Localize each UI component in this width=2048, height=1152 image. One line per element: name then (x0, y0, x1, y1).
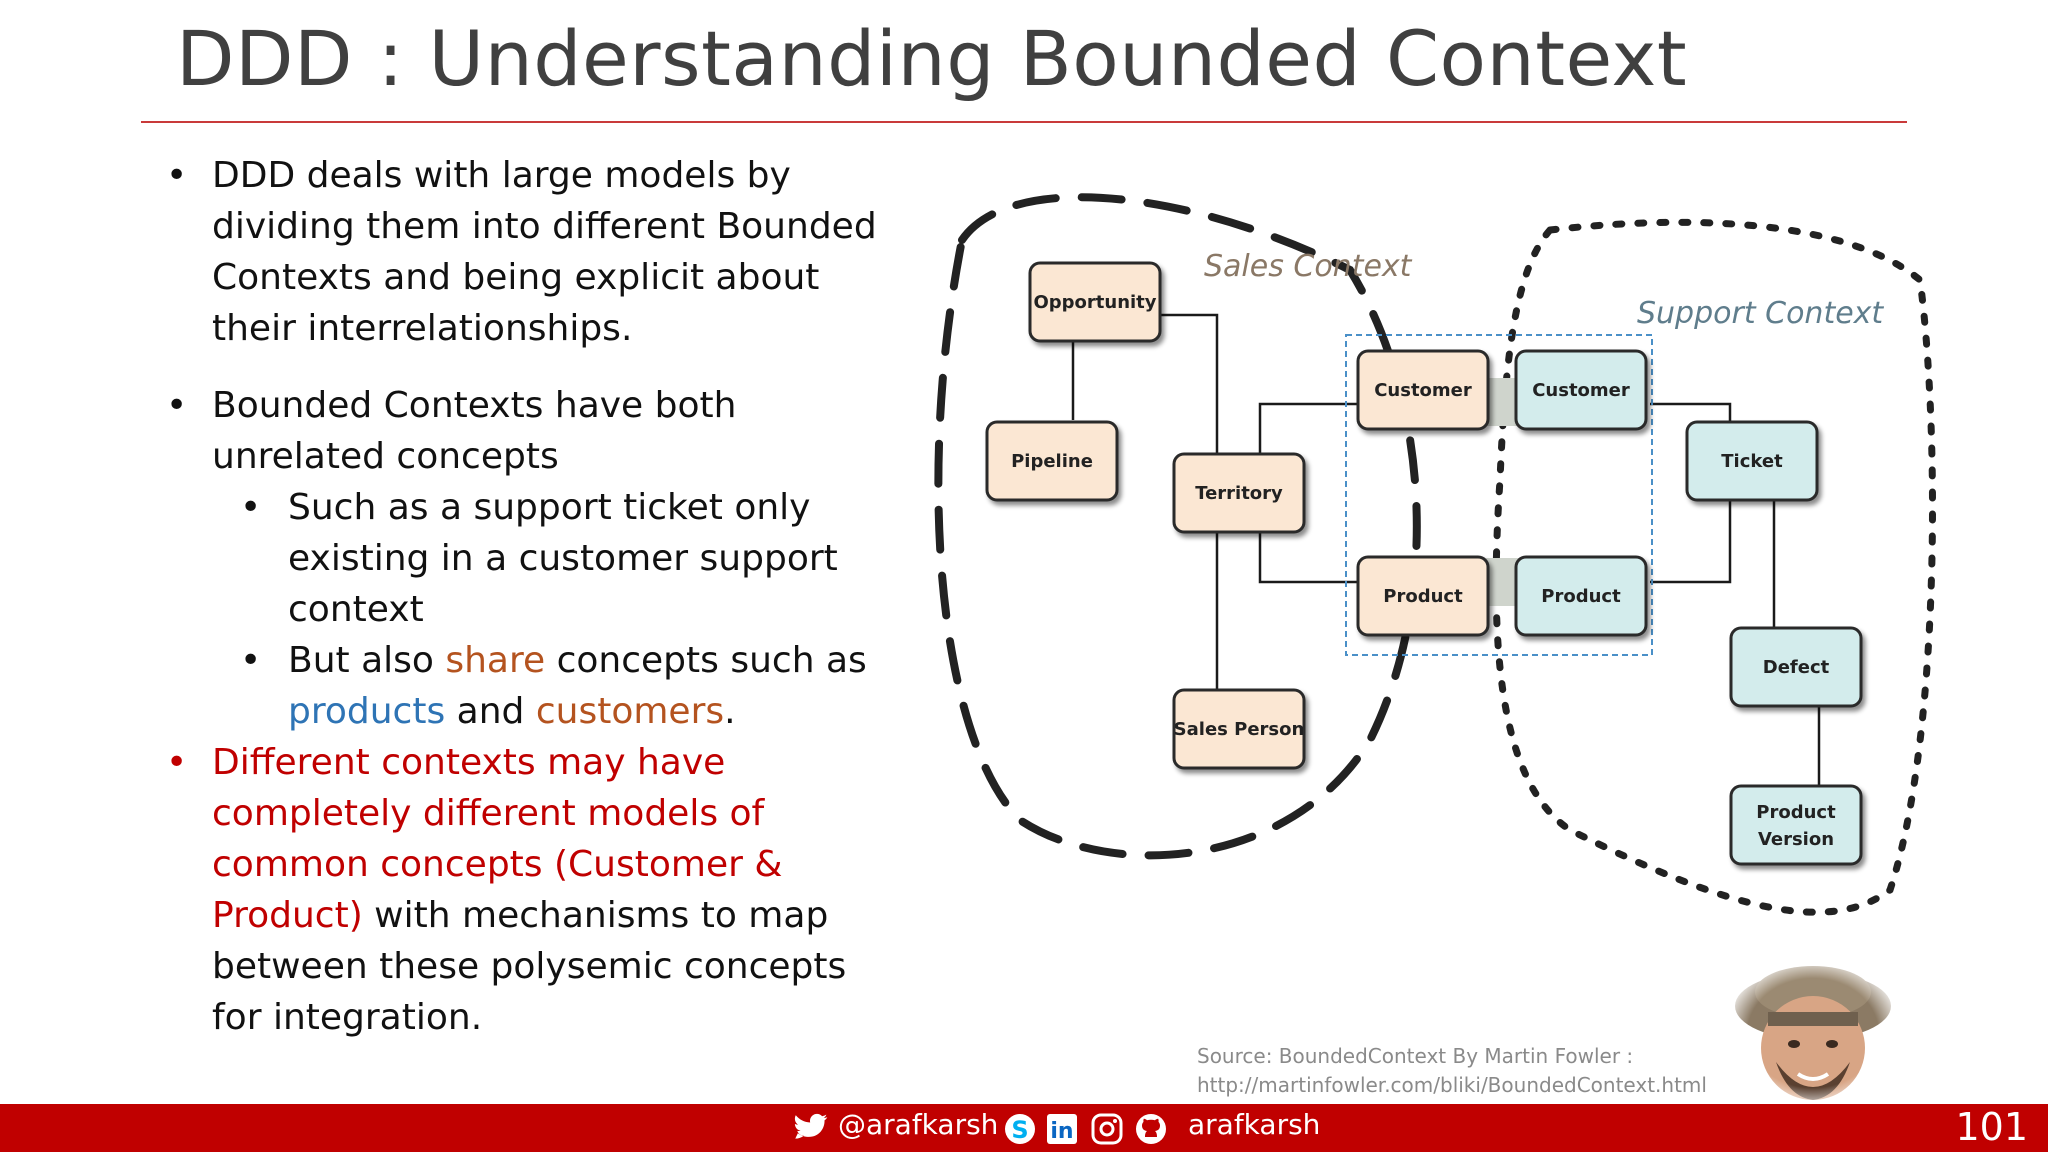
sub-bullet-text-pre: But also (288, 640, 446, 681)
title-divider (141, 121, 1907, 123)
node-defect: Defect (1729, 626, 1863, 708)
node-label: Opportunity (1033, 292, 1156, 313)
bullet-dot: • (240, 640, 262, 681)
highlight-customers: customers (535, 691, 725, 732)
sub-bullet-item: • Such as a support ticket only existing… (160, 482, 890, 635)
node-support-product: Product (1514, 555, 1648, 637)
sub-bullet-text-mid: concepts such as (545, 640, 867, 681)
bullet-dot: • (166, 155, 188, 196)
bullet-dot: • (240, 487, 262, 528)
connector-territory-customer (1258, 402, 1360, 455)
twitter-handle[interactable]: @arafkarsh (838, 1108, 999, 1141)
node-support-customer: Customer (1514, 349, 1648, 431)
node-product-version: Product Version (1729, 784, 1863, 866)
connector-customer-ticket (1650, 402, 1732, 422)
node-territory: Territory (1172, 452, 1306, 534)
bullet-list: • DDD deals with large models by dividin… (160, 150, 890, 1043)
twitter-icon[interactable] (794, 1113, 828, 1143)
node-pipeline: Pipeline (985, 420, 1119, 502)
node-label: Defect (1763, 657, 1830, 678)
node-label: Ticket (1721, 451, 1783, 472)
connector-territory-product (1258, 532, 1360, 584)
highlight-share: share (445, 640, 546, 681)
node-label-line1: Product (1756, 802, 1836, 823)
node-label: Territory (1195, 483, 1283, 504)
node-label: Customer (1374, 380, 1472, 401)
bullet-item: • Bounded Contexts have both unrelated c… (160, 380, 890, 482)
footer-bar: @arafkarsh S in arafkarsh 101 (0, 1104, 2048, 1152)
bullet-item: • Different contexts may have completely… (160, 737, 890, 1043)
node-ticket: Ticket (1685, 420, 1819, 502)
instagram-icon[interactable] (1091, 1113, 1123, 1145)
page-number: 101 (1955, 1105, 2028, 1149)
source-citation: Source: BoundedContext By Martin Fowler … (1197, 1042, 1707, 1100)
bullet-text-highlight: Different contexts may have completely d… (212, 742, 783, 936)
node-label: Pipeline (1011, 451, 1093, 472)
sub-bullet-item: • But also share concepts such as produc… (160, 635, 890, 737)
bullet-text: DDD deals with large models by dividing … (212, 155, 877, 349)
presenter-avatar (1728, 962, 1898, 1104)
bounded-context-diagram: Sales Context Support Context Opportunit… (934, 193, 1936, 916)
github-icon[interactable] (1135, 1113, 1167, 1145)
source-line: Source: BoundedContext By Martin Fowler … (1197, 1044, 1634, 1068)
bullet-text: with mechanisms to map between these pol… (212, 895, 847, 1038)
node-sales-product: Product (1356, 555, 1490, 637)
bullet-dot: • (166, 385, 188, 426)
shared-concepts-box (1345, 334, 1653, 656)
svg-text:S: S (1011, 1116, 1028, 1144)
linkedin-icon[interactable]: in (1046, 1113, 1078, 1145)
github-handle[interactable]: arafkarsh (1188, 1108, 1321, 1141)
bullet-item: • DDD deals with large models by dividin… (160, 150, 890, 354)
slide-title: DDD : Understanding Bounded Context (176, 14, 1688, 103)
sub-bullet-text-end: . (724, 691, 736, 732)
node-sales-person: Sales Person (1172, 688, 1306, 770)
node-label: Sales Person (1174, 719, 1305, 740)
bullet-text: Bounded Contexts have both unrelated con… (212, 385, 737, 477)
sales-context-label: Sales Context (1204, 249, 1413, 284)
support-context-label: Support Context (1637, 296, 1884, 331)
node-label-line2: Version (1758, 829, 1834, 850)
node-label: Customer (1532, 380, 1630, 401)
bullet-dot: • (166, 742, 188, 783)
node-opportunity: Opportunity (1028, 261, 1162, 343)
support-context-boundary (1492, 218, 1936, 916)
svg-text:in: in (1050, 1119, 1073, 1144)
highlight-products: products (288, 691, 446, 732)
node-label: Product (1541, 586, 1621, 607)
sales-context-boundary (934, 193, 1421, 860)
sub-bullet-text-and: and (445, 691, 536, 732)
source-url[interactable]: http://martinfowler.com/bliki/BoundedCon… (1197, 1073, 1707, 1097)
node-sales-customer: Customer (1356, 349, 1490, 431)
skype-icon[interactable]: S (1004, 1113, 1036, 1145)
sub-bullet-text: Such as a support ticket only existing i… (288, 487, 838, 630)
connector-product-ticket (1650, 498, 1732, 584)
node-label: Product (1383, 586, 1463, 607)
